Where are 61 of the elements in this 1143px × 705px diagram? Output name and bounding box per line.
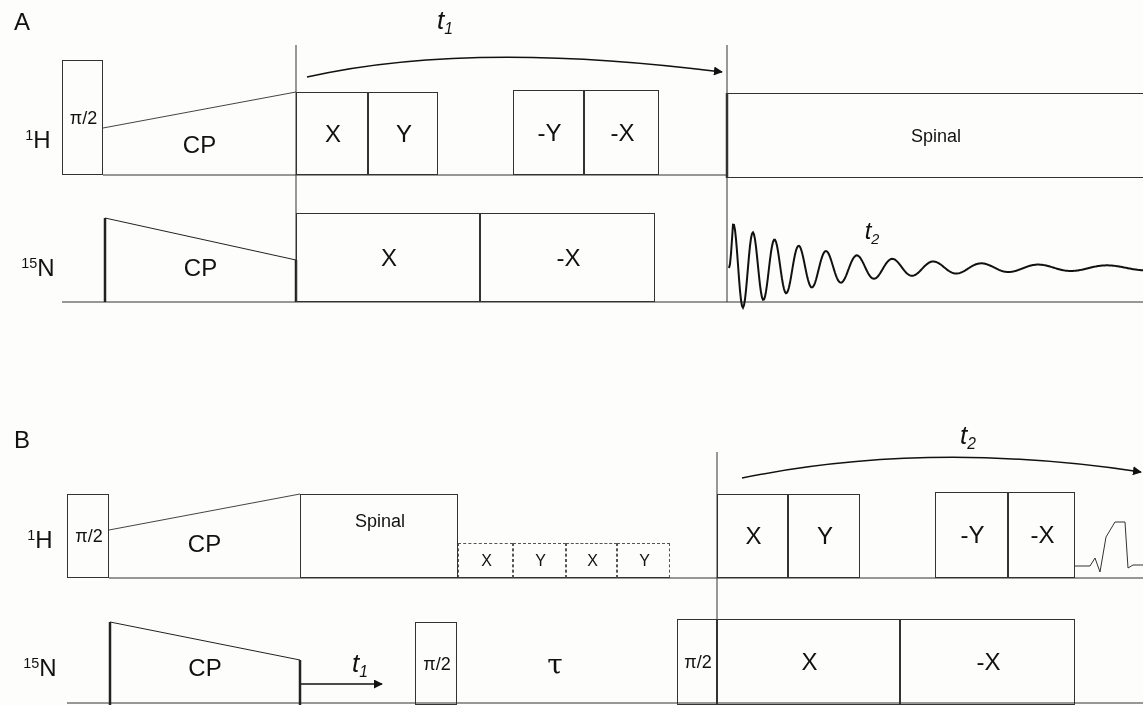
dashed-pulse-block (566, 543, 617, 578)
channel-label: $^{15}$N (23, 656, 57, 680)
pulse-label: -X (1030, 523, 1055, 547)
pulse-block (584, 90, 659, 175)
pulse-block (513, 90, 584, 175)
pulse-block (300, 494, 458, 578)
pulse-label: X (745, 524, 762, 548)
pulse-label: π/2 (684, 653, 712, 671)
pulse-label: CP (183, 256, 218, 280)
dashed-pulse-block (617, 543, 670, 578)
pulse-block (788, 494, 860, 578)
panel-letter: A (14, 10, 30, 34)
time-label: t$_{1}$ (352, 650, 368, 680)
pulse-label: Y (396, 121, 412, 146)
pulse-label: CP (188, 656, 222, 680)
pulse-label: X (801, 650, 818, 674)
pulse-block (480, 213, 655, 302)
pulse-label: -Y (537, 120, 562, 145)
pulse-block (368, 92, 438, 175)
pulse-label: X (481, 552, 492, 569)
pulse-label: CP (187, 532, 222, 556)
pulse-block (62, 60, 103, 175)
pulse-label: X (587, 552, 598, 569)
channel-label: $^{1}$H (27, 528, 53, 552)
channel-label: $^{15}$N (21, 256, 55, 280)
pulse-block (935, 492, 1008, 578)
panel-letter: B (14, 428, 30, 452)
cp-ramp-pulse (110, 622, 300, 705)
cp-ramp-pulse (105, 218, 296, 302)
pulse-label: -X (610, 120, 635, 145)
time-label: t$_{1}$ (437, 7, 453, 37)
decoupling-block (727, 93, 1143, 178)
pulse-label: -X (976, 650, 1001, 674)
pulse-block (415, 622, 457, 705)
pulse-label: Spinal (355, 512, 405, 530)
pulse-block (296, 92, 368, 175)
pulse-block (67, 494, 109, 578)
pulse-block (296, 213, 480, 302)
pulse-label: π/2 (423, 654, 451, 673)
pulse-label: -Y (960, 523, 985, 547)
dashed-pulse-block (458, 543, 513, 578)
time-label: t$_{2}$ (960, 422, 976, 452)
pulse-label: π/2 (69, 108, 98, 127)
pulse-block (717, 619, 900, 705)
pulse-label: π/2 (75, 527, 103, 545)
channel-label: $^{1}$H (25, 128, 51, 152)
dashed-pulse-block (513, 543, 566, 578)
symbol-label: τ (547, 651, 563, 679)
pulse-label: Y (817, 524, 833, 548)
pulse-block (717, 494, 788, 578)
pulse-label: Y (639, 552, 650, 569)
pulse-label: X (381, 245, 397, 270)
pulse-block (900, 619, 1075, 705)
pulse-block (1008, 492, 1075, 578)
pulse-block (677, 619, 717, 705)
pulse-label: Y (535, 552, 546, 569)
time-label: t$_{2}$ (864, 219, 880, 247)
pulse-label: Spinal (911, 126, 961, 145)
pulse-label: X (325, 121, 341, 146)
pulse-label: -X (556, 245, 581, 270)
pulse-label: CP (182, 133, 217, 157)
